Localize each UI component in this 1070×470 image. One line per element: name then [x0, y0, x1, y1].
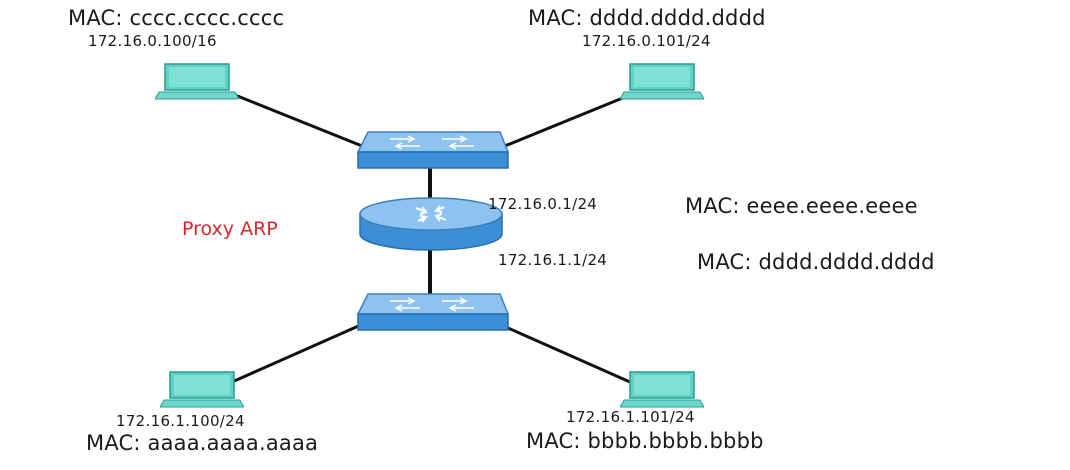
laptop-icon [620, 371, 704, 408]
laptop-icon [160, 371, 244, 408]
top-right-host-ip: 172.16.0.101/24 [582, 32, 711, 50]
link-top-left-host-to-top-switch [234, 93, 373, 152]
router-lower-mac: MAC: dddd.dddd.dddd [697, 250, 935, 274]
router-lower-ip: 172.16.1.1/24 [498, 251, 608, 269]
bottom-right-host-ip: 172.16.1.101/24 [566, 408, 695, 426]
bottom-left-host-mac: MAC: aaaa.aaaa.aaaa [86, 431, 319, 455]
top-right-host-mac: MAC: dddd.dddd.dddd [528, 6, 766, 30]
switch-icon [356, 131, 510, 169]
link-bottom-switch-to-bottom-left-host [231, 318, 373, 384]
top-left-host-ip: 172.16.0.100/16 [88, 32, 217, 50]
bottom-right-host-mac: MAC: bbbb.bbbb.bbbb [526, 429, 764, 453]
router-upper-mac: MAC: eeee.eeee.eeee [685, 194, 918, 218]
link-bottom-switch-to-bottom-right-host [489, 318, 631, 384]
laptop-icon [155, 63, 239, 100]
switch-icon [356, 293, 510, 331]
proxy-arp-label: Proxy ARP [182, 218, 278, 240]
bottom-left-host-ip: 172.16.1.100/24 [116, 412, 245, 430]
router-icon [359, 197, 503, 251]
router-upper-ip: 172.16.0.1/24 [488, 195, 598, 213]
laptop-icon [620, 63, 704, 100]
link-top-right-host-to-top-switch [494, 93, 631, 152]
top-left-host-mac: MAC: cccc.cccc.cccc [68, 6, 285, 30]
